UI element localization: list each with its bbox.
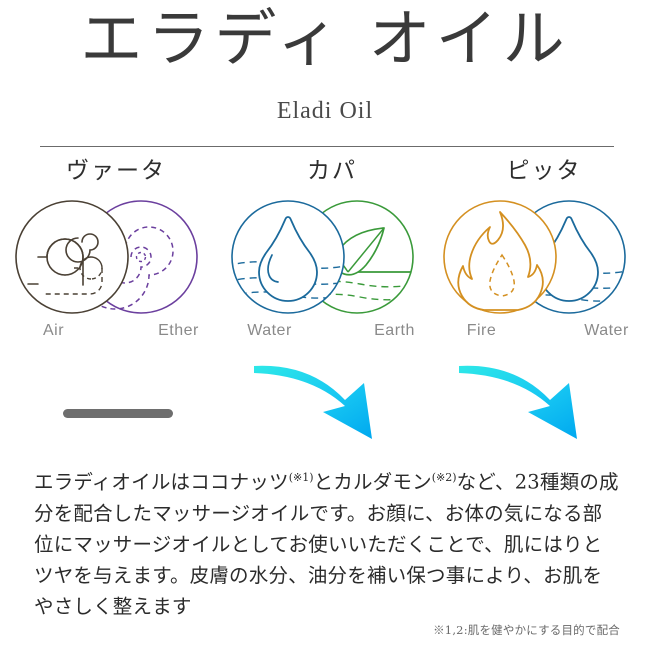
flame-icon — [443, 200, 557, 314]
footnote-text: ※1,2:肌を健やかにする目的で配合 — [433, 623, 620, 637]
description-line-4: ツヤを与えます。皮膚の水分、油分を補い保つ事により、お肌を — [34, 563, 603, 587]
element-label-earth: Earth — [374, 322, 415, 339]
element-label-ether: Ether — [158, 322, 199, 339]
description-line-3: 位にマッサージオイルとしてお使いいただくことで、肌にはりと — [34, 532, 603, 556]
page-header: エラディ オイル Eladi Oil — [0, 0, 650, 150]
header-divider — [40, 146, 614, 147]
dosha-heading-pitta: ピッタ — [506, 158, 582, 184]
element-label-fire: Fire — [466, 322, 497, 339]
dosha-section-vata: ヴァータ — [10, 160, 222, 350]
dosha-heading-kapha: カパ — [307, 158, 357, 184]
description-line-5: やさしく整えます — [34, 594, 192, 618]
element-label-water: Water — [247, 322, 292, 339]
venn-diagram-pitta — [438, 196, 650, 318]
page-title: エラディ オイル — [80, 2, 570, 75]
vata-dash-marker — [63, 409, 173, 418]
description-seg-1: エラディオイルはココナッツ — [34, 470, 289, 494]
wind-spiral-icon — [15, 200, 129, 314]
dosha-section-kapha: カパ — [226, 160, 438, 350]
description-text: エラディオイルはココナッツ(※1)とカルダモン(※2)など、23種類の成 分を配… — [34, 462, 624, 622]
element-labels-pitta: Fire Water — [438, 322, 650, 340]
page-subtitle: Eladi Oil — [276, 98, 374, 124]
element-labels-kapha: Water Earth — [226, 322, 438, 340]
footnote-marker-1: (※1) — [288, 471, 314, 484]
element-label-water: Water — [584, 322, 629, 339]
venn-diagram-kapha — [226, 196, 438, 318]
dosha-section-pitta: ピッタ Fire Wat — [438, 160, 650, 350]
description-seg-3: など、23種類の成 — [456, 470, 619, 494]
dosha-heading-vata: ヴァータ — [66, 158, 166, 184]
curved-down-arrow-icon — [252, 352, 412, 453]
description-line-2: 分を配合したマッサージオイルです。お顔に、お体の気になる部 — [34, 501, 603, 525]
connectors-row — [0, 352, 650, 448]
footnote-marker-2: (※2) — [431, 471, 457, 484]
element-label-air: Air — [42, 322, 65, 339]
element-labels-vata: Air Ether — [10, 322, 222, 340]
water-drop-icon — [231, 200, 345, 314]
description-line-1: エラディオイルはココナッツ(※1)とカルダモン(※2)など、23種類の成 — [34, 462, 624, 498]
description-seg-2: とカルダモン — [313, 470, 432, 494]
venn-diagram-vata — [10, 196, 222, 318]
curved-down-arrow-icon — [457, 352, 617, 453]
